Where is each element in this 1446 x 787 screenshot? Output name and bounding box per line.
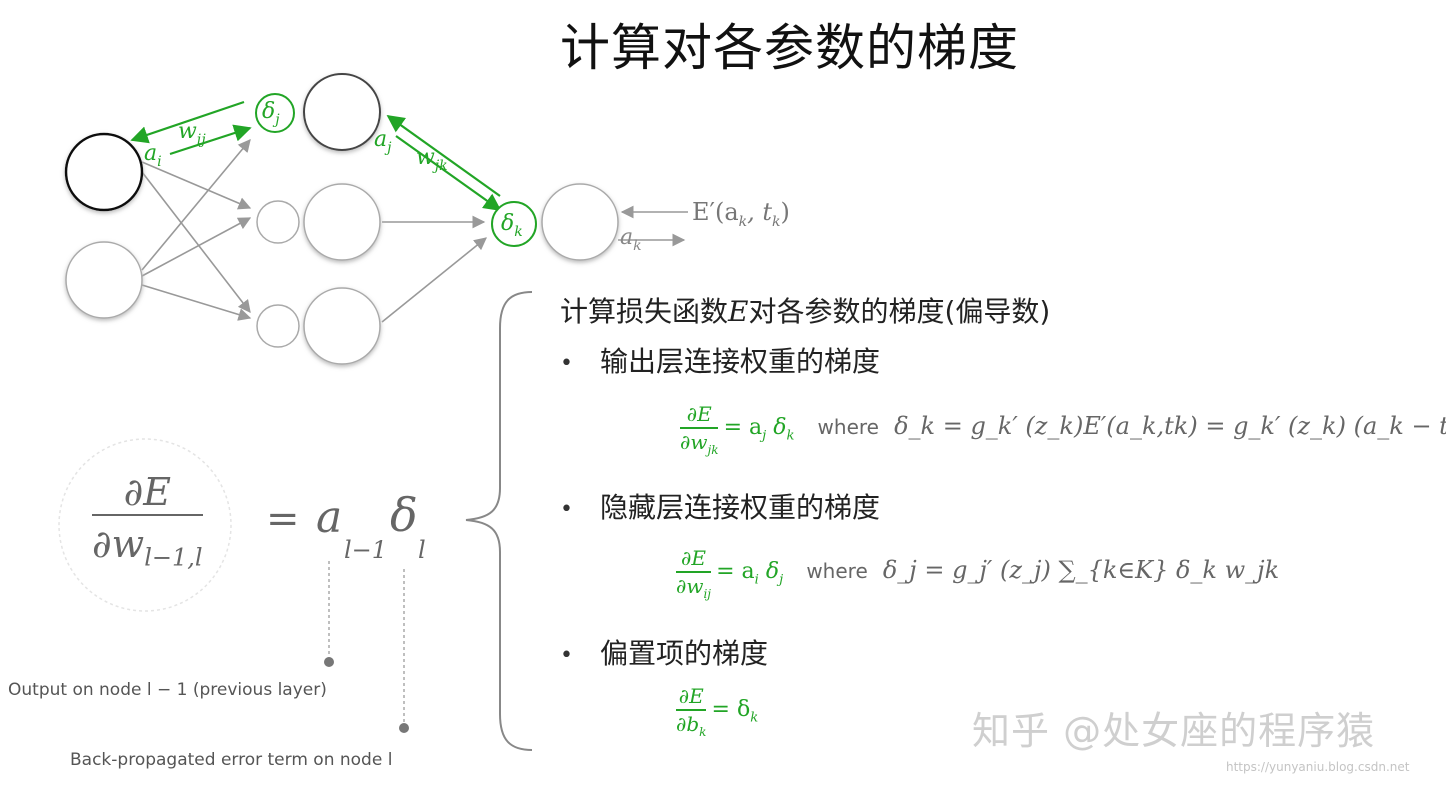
equation-hidden-gradient: ∂E ∂wij = ai δj where δ_j = g_j′ (z_j) ∑… [676, 546, 1280, 601]
equation-bias-gradient: ∂E ∂bk = δk [676, 684, 759, 739]
watermark-text: 知乎 @处女座的程序猿 [972, 709, 1376, 753]
label-a-k: ak [620, 225, 642, 254]
big-equation-delta-sub: l [418, 536, 426, 564]
network-diagram: wij ai δj aj wjk δk E′(ak, tk) ak [64, 73, 790, 365]
label-w-ij: wij [178, 119, 206, 148]
label-a-j: aj [374, 127, 392, 156]
big-equation-rhs: = [266, 496, 300, 542]
hidden-bias-node-1 [255, 93, 295, 133]
label-delta-k: δk [501, 211, 523, 240]
hidden-bias-node-2 [256, 200, 300, 244]
hidden-bias-node-3 [256, 304, 300, 348]
bullet-hidden-weights: •隐藏层连接权重的梯度 [560, 491, 881, 524]
label-a-i: ai [144, 141, 162, 170]
hidden-node-3 [303, 287, 381, 365]
pointer-lines [324, 561, 409, 733]
big-equation-delta: δ [390, 488, 418, 542]
label-output-node: Output on node l − 1 (previous layer) [8, 680, 327, 700]
input-node-2 [65, 241, 143, 319]
bullet-bias: •偏置项的梯度 [560, 637, 769, 670]
big-equation-a: a [316, 492, 343, 543]
big-equation-a-sub: l−1 [344, 536, 388, 564]
watermark-url: https://yunyaniu.blog.csdn.net [1226, 760, 1410, 774]
label-delta-j: δj [262, 99, 280, 128]
output-delta-node [491, 201, 537, 247]
hidden-node-1 [303, 73, 381, 151]
label-error: E′(ak, tk) [692, 198, 790, 230]
equation-circle [58, 438, 232, 612]
equation-output-gradient: ∂E ∂wjk = aj δk where δ_k = g_k′ (z_k)E′… [680, 402, 1446, 457]
hidden-node-2 [303, 183, 381, 261]
page-title: 计算对各参数的梯度 [560, 19, 1019, 77]
bullet-output-weights: •输出层连接权重的梯度 [560, 345, 881, 378]
big-equation: ∂E ∂wl−1,l [92, 470, 203, 572]
curly-brace [465, 291, 533, 751]
section-heading: 计算损失函数E对各参数的梯度(偏导数) [560, 295, 1051, 328]
input-node-1 [64, 132, 144, 212]
label-w-jk: wjk [416, 145, 448, 174]
label-backprop-error: Back-propagated error term on node l [70, 750, 393, 770]
output-node [541, 183, 619, 261]
